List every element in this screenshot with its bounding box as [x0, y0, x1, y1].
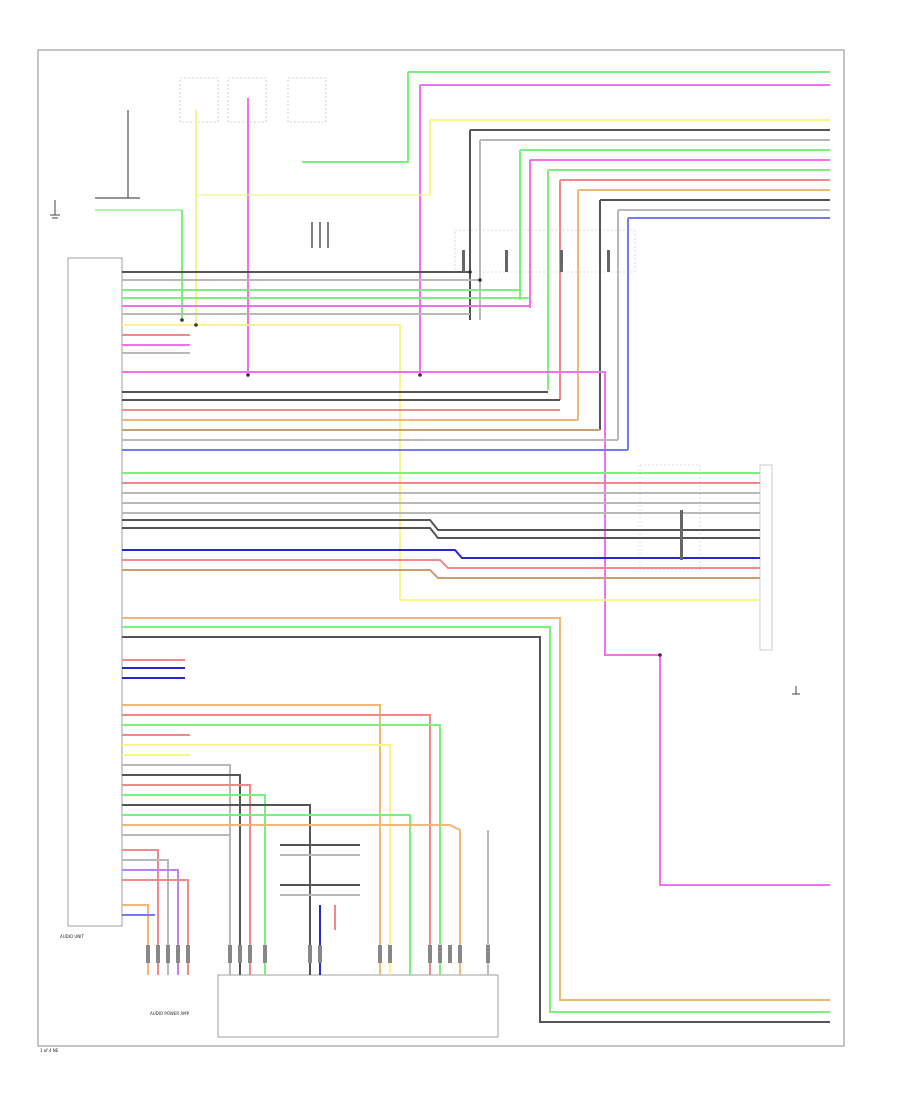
wires-unit-lower: [122, 617, 830, 1023]
wires-unit-middle: [122, 472, 760, 601]
wires-top-left: [95, 110, 430, 211]
page-code: 1 of 4 NE: [40, 1048, 59, 1053]
wires-unit-upper: [122, 271, 660, 656]
right-connector-box: [759, 464, 773, 651]
diagram-frame: [37, 49, 845, 1047]
audio-unit-box: [67, 257, 123, 927]
switch-block-top: [454, 229, 636, 273]
fuse-block-3: [287, 77, 327, 123]
wires-top-right: [408, 71, 830, 219]
ground-icon: [50, 200, 800, 695]
amp-pins: [146, 945, 490, 963]
audio-amp-box: [217, 974, 499, 1038]
switch-block-mid: [639, 464, 701, 571]
fuse-block-1: [179, 77, 219, 123]
wires-verticals: [181, 72, 629, 450]
microphone-connector: [311, 222, 329, 248]
splice-dot: [180, 270, 662, 657]
audio-amp-label: AUDIO POWER AMP: [150, 1011, 190, 1016]
audio-unit-label: AUDIO UNIT: [60, 934, 84, 939]
switch-pins: [462, 250, 683, 560]
